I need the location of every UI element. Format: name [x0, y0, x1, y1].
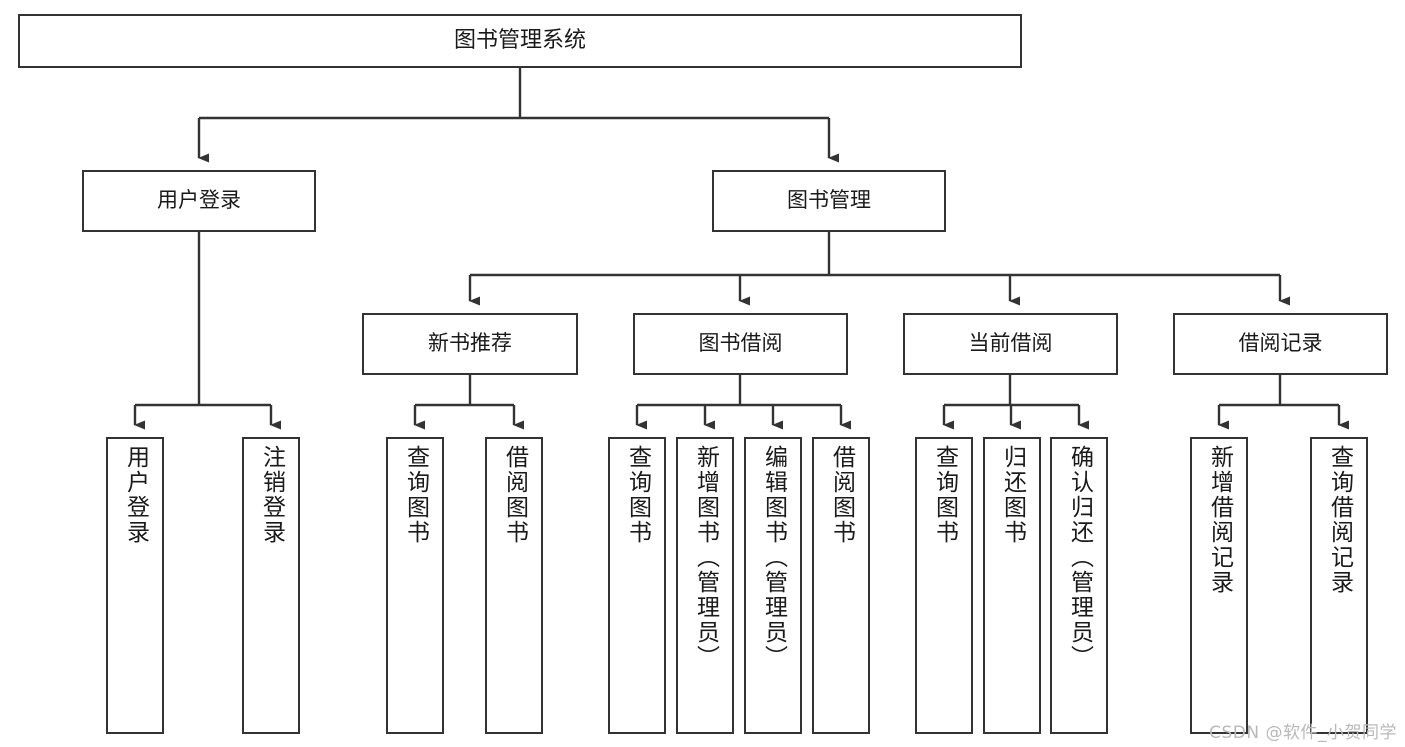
node-leaf-edit-book[interactable]: 编辑图书（管理员）	[744, 437, 802, 734]
node-user-login-label: 用户登录	[157, 188, 241, 213]
node-leaf-borrow-book-1[interactable]: 借阅图书	[485, 437, 543, 734]
node-current-borrow[interactable]: 当前借阅	[903, 313, 1118, 375]
node-leaf-add-book[interactable]: 新增图书（管理员）	[676, 437, 734, 734]
node-leaf-query-book-3-label: 查询图书	[931, 445, 958, 545]
node-user-login[interactable]: 用户登录	[82, 170, 316, 232]
node-leaf-edit-book-label: 编辑图书（管理员）	[760, 445, 787, 670]
node-leaf-borrow-book-1-label: 借阅图书	[501, 445, 528, 545]
node-book-manage-label: 图书管理	[787, 188, 871, 213]
node-borrow-record-label: 借阅记录	[1238, 331, 1323, 356]
node-book-borrow-label: 图书借阅	[698, 331, 783, 356]
node-leaf-logout[interactable]: 注销登录	[242, 437, 300, 734]
node-leaf-logout-label: 注销登录	[258, 445, 285, 545]
node-root-label: 图书管理系统	[453, 27, 586, 53]
node-leaf-add-record[interactable]: 新增借阅记录	[1190, 437, 1248, 734]
node-leaf-return-book[interactable]: 归还图书	[983, 437, 1041, 734]
node-book-manage[interactable]: 图书管理	[712, 170, 946, 232]
node-leaf-confirm-return-label: 确认归还（管理员）	[1066, 445, 1093, 670]
node-leaf-query-record[interactable]: 查询借阅记录	[1310, 437, 1368, 734]
node-new-book-rec-label: 新书推荐	[428, 331, 512, 356]
node-leaf-borrow-book-2-label: 借阅图书	[828, 445, 855, 545]
node-book-borrow[interactable]: 图书借阅	[633, 313, 848, 375]
node-leaf-query-record-label: 查询借阅记录	[1326, 445, 1353, 595]
node-leaf-user-login[interactable]: 用户登录	[106, 437, 164, 734]
node-leaf-query-book-3[interactable]: 查询图书	[915, 437, 973, 734]
node-leaf-user-login-label: 用户登录	[122, 445, 149, 545]
node-current-borrow-label: 当前借阅	[968, 331, 1053, 356]
node-leaf-query-book-2[interactable]: 查询图书	[608, 437, 666, 734]
node-borrow-record[interactable]: 借阅记录	[1173, 313, 1388, 375]
node-leaf-query-book-1[interactable]: 查询图书	[386, 437, 444, 734]
node-leaf-query-book-1-label: 查询图书	[402, 445, 429, 545]
node-leaf-add-book-label: 新增图书（管理员）	[692, 445, 719, 670]
node-leaf-return-book-label: 归还图书	[999, 445, 1026, 545]
node-leaf-add-record-label: 新增借阅记录	[1206, 445, 1233, 595]
node-leaf-borrow-book-2[interactable]: 借阅图书	[812, 437, 870, 734]
node-new-book-rec[interactable]: 新书推荐	[362, 313, 578, 375]
node-leaf-query-book-2-label: 查询图书	[624, 445, 651, 545]
node-leaf-confirm-return[interactable]: 确认归还（管理员）	[1050, 437, 1108, 734]
node-root[interactable]: 图书管理系统	[18, 14, 1022, 68]
